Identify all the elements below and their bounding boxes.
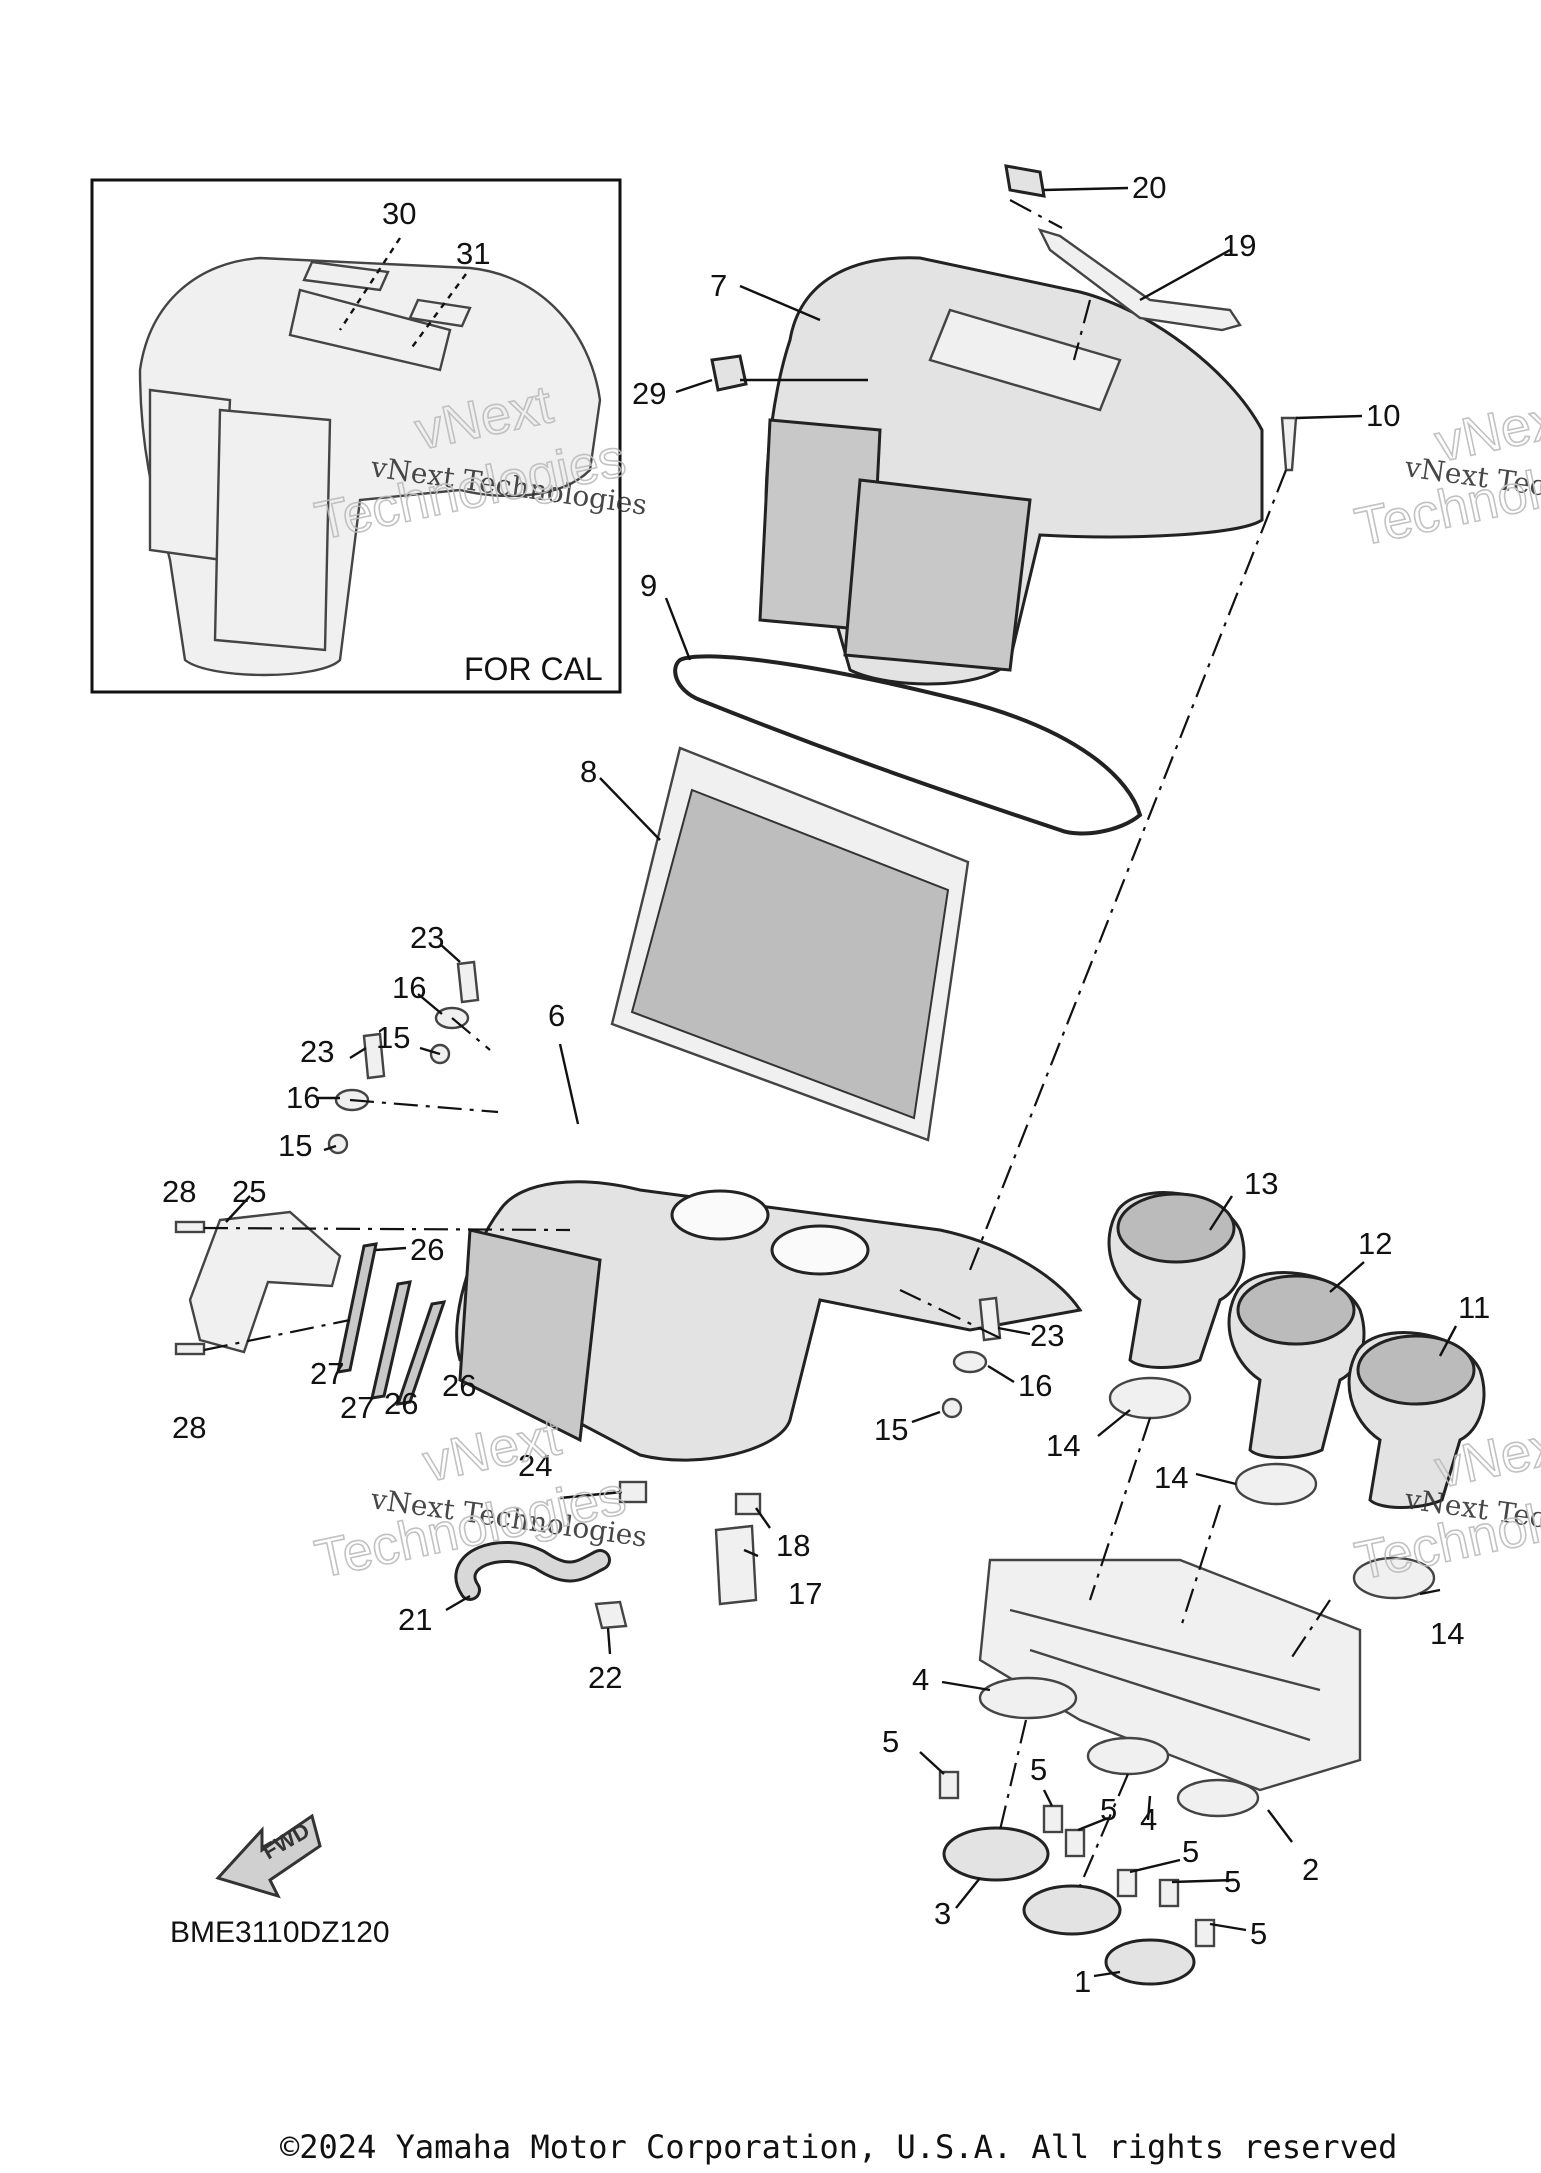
callout-13: 13 xyxy=(1244,1166,1278,1201)
callout-5-mid4: 5 xyxy=(1224,1864,1241,1899)
callout-26-right: 26 xyxy=(442,1368,476,1403)
callout-4-top: 4 xyxy=(912,1662,929,1697)
callout-9: 9 xyxy=(640,568,657,603)
hose-clamps-14 xyxy=(1108,1376,1436,1600)
callout-28-top: 28 xyxy=(162,1174,196,1209)
callout-20: 20 xyxy=(1132,170,1166,205)
callout-23-top: 23 xyxy=(410,920,444,955)
callout-29: 29 xyxy=(632,376,666,411)
callout-12: 12 xyxy=(1358,1226,1392,1261)
gasket xyxy=(673,654,1143,836)
callout-4-bottom: 4 xyxy=(1140,1802,1157,1837)
callout-11: 11 xyxy=(1458,1290,1490,1325)
inset-air-box-cover xyxy=(138,256,602,677)
callout-30: 30 xyxy=(382,196,416,231)
callout-23-left: 23 xyxy=(300,1034,334,1069)
callout-2: 2 xyxy=(1302,1852,1319,1887)
callout-14-right: 14 xyxy=(1430,1616,1464,1651)
callout-5-left: 5 xyxy=(882,1724,899,1759)
callout-15-top: 15 xyxy=(376,1020,410,1055)
callout-16-top: 16 xyxy=(392,970,426,1005)
joints-and-clamps xyxy=(938,1676,1260,1986)
callout-5-mid2: 5 xyxy=(1100,1792,1117,1827)
callout-27-left: 27 xyxy=(310,1356,344,1391)
callout-16-right: 16 xyxy=(1018,1368,1052,1403)
callout-15-right: 15 xyxy=(874,1412,908,1447)
screw-10 xyxy=(1280,416,1298,472)
callout-23-right: 23 xyxy=(1030,1318,1064,1353)
fwd-arrow-icon: FWD xyxy=(215,1813,322,1899)
callout-28-bottom: 28 xyxy=(172,1410,206,1445)
damper-26 xyxy=(336,1242,447,1406)
callout-6: 6 xyxy=(548,998,565,1033)
callout-25: 25 xyxy=(232,1174,266,1209)
callout-16-left: 16 xyxy=(286,1080,320,1115)
callout-21: 21 xyxy=(398,1602,432,1637)
callout-14-mid: 14 xyxy=(1154,1460,1188,1495)
part-19 xyxy=(1037,228,1242,332)
parts-24-18-17 xyxy=(618,1480,762,1606)
part-20 xyxy=(1004,164,1046,198)
callout-7: 7 xyxy=(710,268,727,303)
callout-10: 10 xyxy=(1366,398,1400,433)
copyright-notice: ©2024 Yamaha Motor Corporation, U.S.A. A… xyxy=(280,2128,1397,2166)
intake-duct-11 xyxy=(1347,1331,1486,1509)
callout-26-top: 26 xyxy=(410,1232,444,1267)
inset-for-cal: 30 31 FOR CAL xyxy=(90,178,622,694)
callout-8: 8 xyxy=(580,754,597,789)
leader-lines xyxy=(225,186,1458,1978)
callout-18: 18 xyxy=(776,1528,810,1563)
part-29 xyxy=(710,354,748,392)
inset-duct-30 xyxy=(302,260,390,292)
callout-1: 1 xyxy=(1074,1964,1091,1999)
callout-15-left: 15 xyxy=(278,1128,312,1163)
callout-26-mid: 26 xyxy=(384,1386,418,1421)
callout-5-mid3: 5 xyxy=(1182,1834,1199,1869)
inset-label: FOR CAL xyxy=(464,651,603,687)
assembly-lines xyxy=(203,199,1331,1887)
throttle-body xyxy=(978,1558,1362,1792)
air-box-cover xyxy=(758,256,1264,686)
callout-31: 31 xyxy=(456,236,490,271)
air-box-case xyxy=(455,1180,1083,1462)
watermark-outline-3: vNext xyxy=(1430,386,1541,473)
drawing-code: BME3110DZ120 xyxy=(170,1916,390,1949)
callout-5-mid1: 5 xyxy=(1030,1752,1047,1787)
air-filter-element xyxy=(610,746,970,1142)
clip-22 xyxy=(594,1600,628,1630)
hose-21 xyxy=(454,1541,611,1601)
callout-19: 19 xyxy=(1222,228,1256,263)
callout-3: 3 xyxy=(934,1896,951,1931)
callout-24: 24 xyxy=(518,1448,552,1483)
callout-27-right: 27 xyxy=(340,1390,374,1425)
callout-22: 22 xyxy=(588,1660,622,1695)
intake-duct-12 xyxy=(1227,1271,1366,1459)
callout-14-left: 14 xyxy=(1046,1428,1080,1463)
intake-duct-13 xyxy=(1107,1191,1246,1369)
inset-duct-31 xyxy=(408,298,472,328)
bracket-25 xyxy=(188,1210,342,1354)
callout-5-right: 5 xyxy=(1250,1916,1267,1951)
bolts-23-16-15 xyxy=(327,960,1002,1419)
callouts: 7 29 20 19 10 9 8 6 23 16 15 23 16 15 28… xyxy=(162,170,1490,1999)
callout-17: 17 xyxy=(788,1576,822,1611)
